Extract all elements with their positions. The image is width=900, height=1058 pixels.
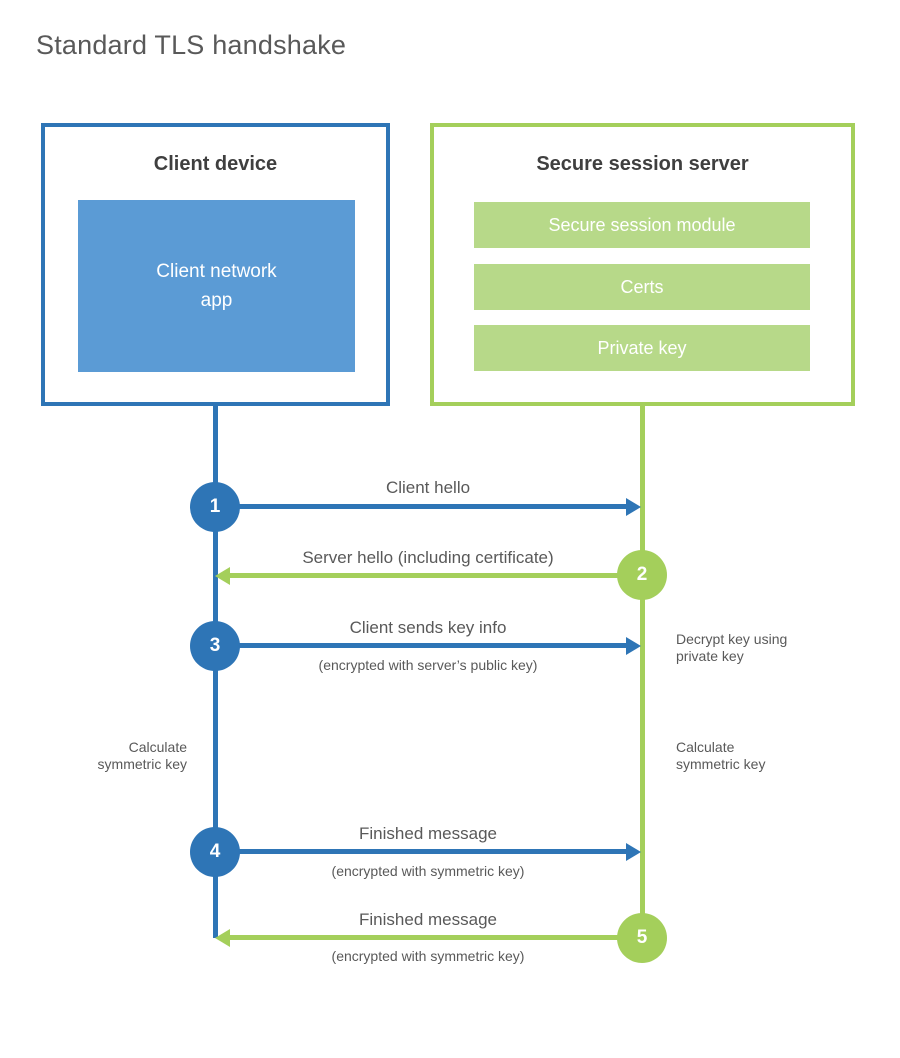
page-title: Standard TLS handshake <box>36 30 347 60</box>
step3-arrow <box>215 643 627 648</box>
step3-number: 3 <box>209 635 221 656</box>
step5-circle: 5 <box>617 913 667 963</box>
step2-circle: 2 <box>617 550 667 600</box>
step1-message-label: Client hello <box>385 478 471 497</box>
annotation-calculate-symmetric-key-server: Calculate symmetric key <box>676 739 766 772</box>
step1-number: 1 <box>209 496 221 517</box>
step4-message-label: Finished message <box>359 824 497 843</box>
step4-arrow <box>215 849 627 854</box>
step2-message-label: Server hello (including certificate) <box>302 548 554 567</box>
client-network-app-box: Client network app <box>78 200 355 372</box>
module-secure-session: Secure session module <box>474 202 810 248</box>
step4-message-sublabel: (encrypted with symmetric key) <box>331 863 525 879</box>
module-secure-session-label: Secure session module <box>548 214 736 235</box>
step5-arrow <box>229 935 642 940</box>
client-lifeline <box>213 405 218 938</box>
step2-arrowhead-icon <box>215 567 230 585</box>
step3-message-label: Client sends key info <box>349 618 507 637</box>
step5-number: 5 <box>636 927 648 948</box>
module-certs: Certs <box>474 264 810 310</box>
step3-arrowhead-icon <box>626 637 641 655</box>
module-certs-label: Certs <box>620 276 664 297</box>
module-private-key: Private key <box>474 325 810 371</box>
server-lifeline <box>640 405 645 938</box>
annotation-calculate-symmetric-key-client: Calculate symmetric key <box>97 739 187 772</box>
secure-session-server-heading: Secure session server <box>536 153 749 175</box>
module-private-key-label: Private key <box>597 337 687 358</box>
step5-arrowhead-icon <box>215 929 230 947</box>
annotation-decrypt-key: Decrypt key using private key <box>676 631 788 664</box>
step2-number: 2 <box>636 564 648 585</box>
step5-message-label: Finished message <box>359 910 497 929</box>
step4-arrowhead-icon <box>626 843 641 861</box>
step1-arrowhead-icon <box>626 498 641 516</box>
step5-message-sublabel: (encrypted with symmetric key) <box>331 948 525 964</box>
step4-number: 4 <box>209 841 221 862</box>
client-device-heading: Client device <box>153 153 278 175</box>
step4-circle: 4 <box>190 827 240 877</box>
step3-circle: 3 <box>190 621 240 671</box>
client-network-app-label: Client network app <box>156 260 277 311</box>
step3-message-sublabel: (encrypted with server’s public key) <box>318 657 538 673</box>
step1-arrow <box>215 504 627 509</box>
step1-circle: 1 <box>190 482 240 532</box>
step2-arrow <box>229 573 642 578</box>
